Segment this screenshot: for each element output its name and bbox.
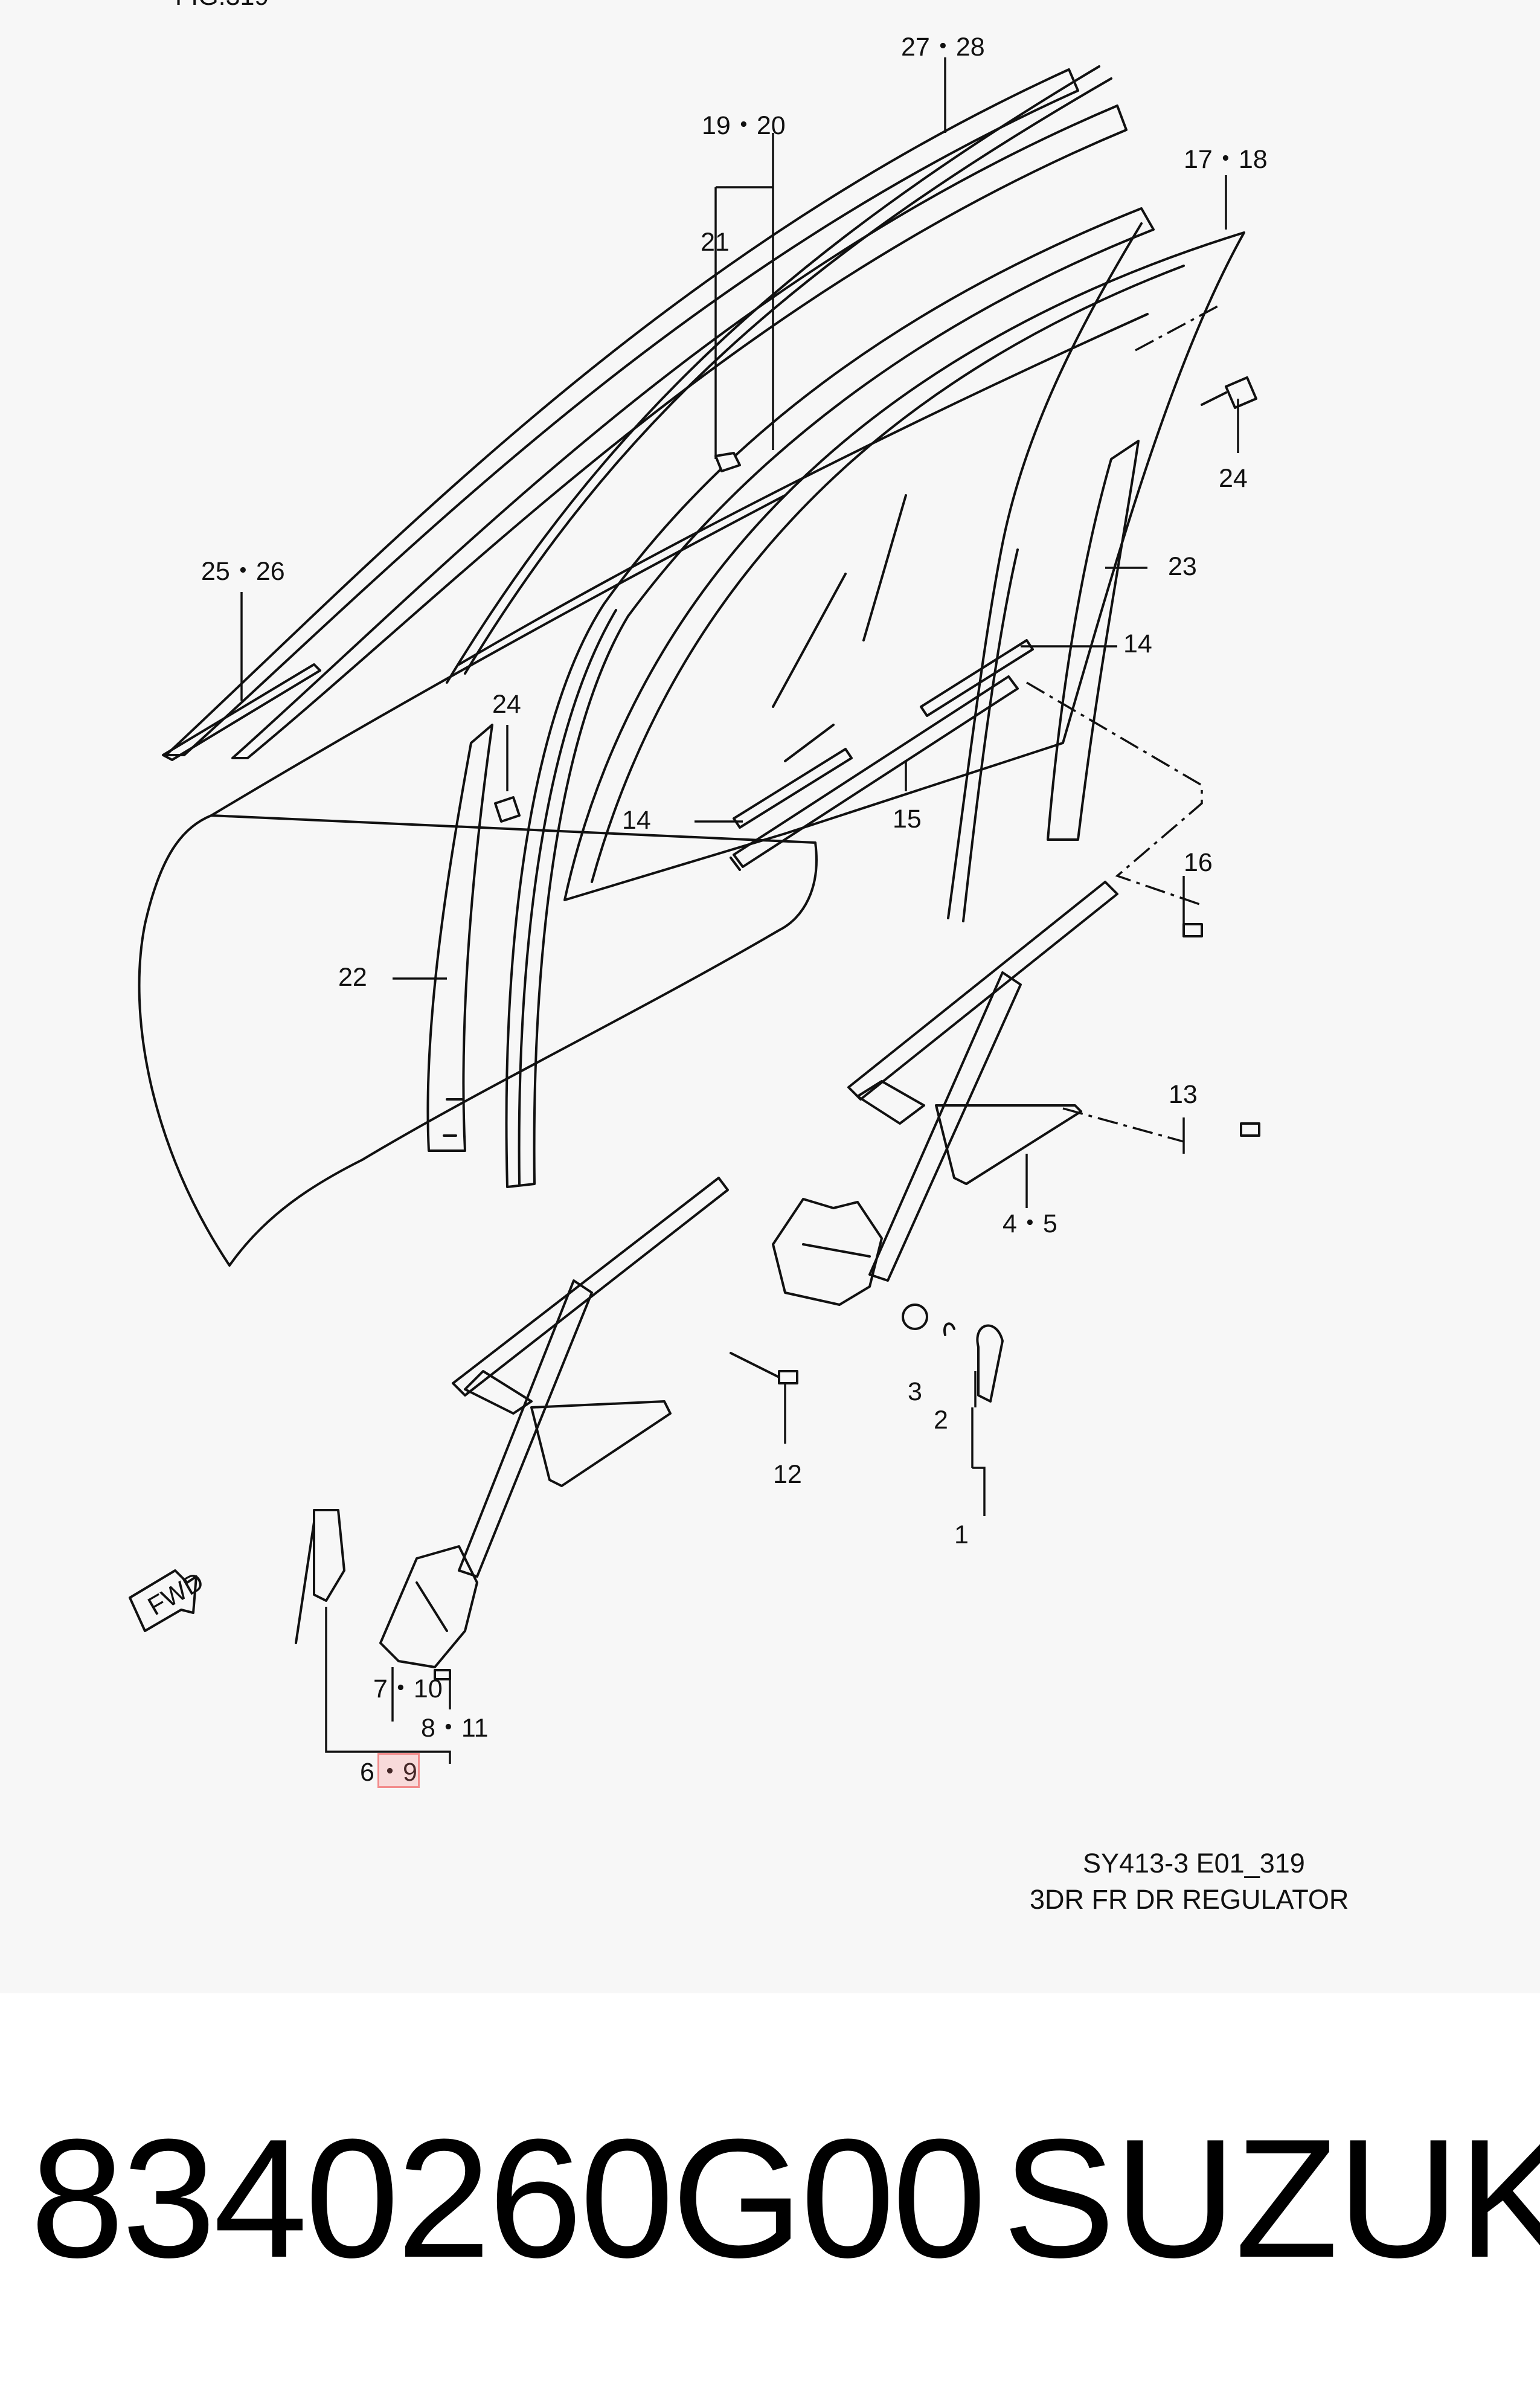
front-channel <box>426 724 493 1152</box>
callout-3: 3 <box>908 1377 922 1406</box>
parts-diagram: FIG.319 <box>129 0 1349 1915</box>
callout-8-11: 8・11 <box>421 1714 489 1743</box>
callout-14-left: 14 <box>622 806 651 835</box>
diagram-title: 3DR FR DR REGULATOR <box>1030 1884 1349 1915</box>
glass-channels <box>730 639 1034 871</box>
callout-14-right: 14 <box>1123 629 1152 658</box>
diagram-drawing: FIG.319 <box>129 0 1349 1915</box>
callout-17-18: 17・18 <box>1184 145 1268 174</box>
callout-4-5: 4・5 <box>1003 1209 1057 1238</box>
callout-15: 15 <box>893 805 922 834</box>
callout-24-top: 24 <box>1219 464 1248 493</box>
door-panel <box>138 65 1149 1267</box>
callout-labels: 27・28 19・20 17・18 21 24 25・26 23 14 24 1… <box>201 33 1268 1787</box>
leader-lines <box>240 57 1239 1764</box>
callout-6: 6 <box>360 1758 374 1787</box>
callout-21: 21 <box>701 228 730 257</box>
callout-27-28: 27・28 <box>901 33 985 62</box>
highlighted-part-marker <box>377 1753 420 1788</box>
part-number: 8340260G00 <box>30 2104 986 2293</box>
callout-1: 1 <box>954 1520 969 1549</box>
fwd-arrow-icon: FWD <box>129 1567 209 1632</box>
outer-moulding <box>165 68 1128 759</box>
regulator-upper <box>730 881 1260 1403</box>
diagram-code: SY413-3 E01_319 <box>1083 1848 1305 1879</box>
part-footer <box>0 1993 1540 2392</box>
fasteners <box>494 376 1257 823</box>
glass-run-frame <box>505 207 1155 1188</box>
brand-name: SUZUKI <box>1003 2104 1540 2293</box>
callout-12: 12 <box>773 1460 802 1489</box>
callout-7-10: 7・10 <box>373 1674 443 1703</box>
callout-2: 2 <box>934 1406 948 1435</box>
callout-23: 23 <box>1168 552 1197 581</box>
header-fragment: FIG.319 <box>175 0 269 11</box>
rear-channel <box>1047 440 1140 841</box>
regulator-lower <box>295 1177 729 1680</box>
callout-9: ・9 <box>377 1758 417 1787</box>
callout-19-20: 19・20 <box>702 111 786 140</box>
callout-22: 22 <box>338 963 367 992</box>
callout-16: 16 <box>1184 848 1213 877</box>
callout-24-left: 24 <box>492 690 521 719</box>
callout-25-26: 25・26 <box>201 557 285 586</box>
door-glass <box>563 231 1245 901</box>
callout-13: 13 <box>1169 1080 1198 1109</box>
inner-trim <box>162 663 321 761</box>
